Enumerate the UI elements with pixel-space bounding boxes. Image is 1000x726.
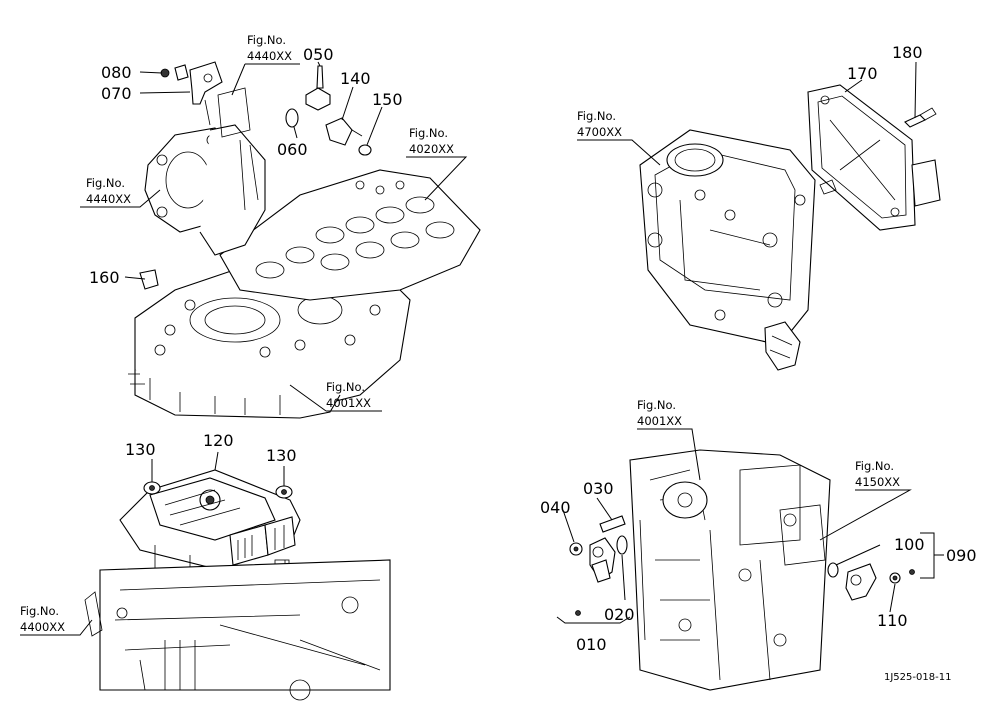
fig-ref-label: Fig.No. bbox=[247, 33, 286, 47]
part-label-030: 030 bbox=[583, 479, 614, 498]
fig-ref-4020: 4020XX bbox=[409, 142, 454, 156]
part-label-060: 060 bbox=[277, 140, 308, 159]
part-label-070: 070 bbox=[101, 84, 132, 103]
part-label-040: 040 bbox=[540, 498, 571, 517]
figure-references: Fig.No. 4440XX Fig.No. 4440XX Fig.No. 40… bbox=[20, 33, 900, 634]
part-label-130-right: 130 bbox=[266, 446, 297, 465]
engine-block-sensor-drawing bbox=[569, 449, 915, 691]
fig-ref-label: Fig.No. bbox=[326, 380, 365, 394]
fig-ref-label: Fig.No. bbox=[577, 109, 616, 123]
fig-ref-4700: 4700XX bbox=[577, 125, 622, 139]
leader-lines bbox=[20, 61, 944, 636]
fig-ref-label: Fig.No. bbox=[855, 459, 894, 473]
part-label-120: 120 bbox=[203, 431, 234, 450]
fig-ref-4440-top: 4440XX bbox=[247, 49, 292, 63]
part-labels: 080 070 050 140 150 060 160 170 180 130 … bbox=[89, 43, 977, 654]
fig-ref-4440-left: 4440XX bbox=[86, 192, 131, 206]
cylinder-head-assembly-drawing bbox=[128, 61, 481, 419]
part-label-100: 100 bbox=[894, 535, 925, 554]
drawing-code: 1J525-018-11 bbox=[884, 672, 951, 683]
fig-ref-4400: 4400XX bbox=[20, 620, 65, 634]
part-label-130-left: 130 bbox=[125, 440, 156, 459]
ecu-unit-drawing bbox=[84, 469, 391, 701]
part-label-170: 170 bbox=[847, 64, 878, 83]
part-label-110: 110 bbox=[877, 611, 908, 630]
part-label-160: 160 bbox=[89, 268, 120, 287]
fig-ref-label: Fig.No. bbox=[86, 176, 125, 190]
part-label-150: 150 bbox=[372, 90, 403, 109]
part-label-050: 050 bbox=[303, 45, 334, 64]
part-label-180: 180 bbox=[892, 43, 923, 62]
part-label-090: 090 bbox=[946, 546, 977, 565]
part-label-010: 010 bbox=[576, 635, 607, 654]
fig-ref-4001-block: 4001XX bbox=[637, 414, 682, 428]
fig-ref-label: Fig.No. bbox=[20, 604, 59, 618]
fig-ref-4001-head: 4001XX bbox=[326, 396, 371, 410]
part-label-020: 020 bbox=[604, 605, 635, 624]
part-label-140: 140 bbox=[340, 69, 371, 88]
fig-ref-label: Fig.No. bbox=[637, 398, 676, 412]
ecu-bracket-drawing bbox=[639, 84, 941, 371]
part-label-080: 080 bbox=[101, 63, 132, 82]
fig-ref-label: Fig.No. bbox=[409, 126, 448, 140]
fig-ref-4150: 4150XX bbox=[855, 475, 900, 489]
